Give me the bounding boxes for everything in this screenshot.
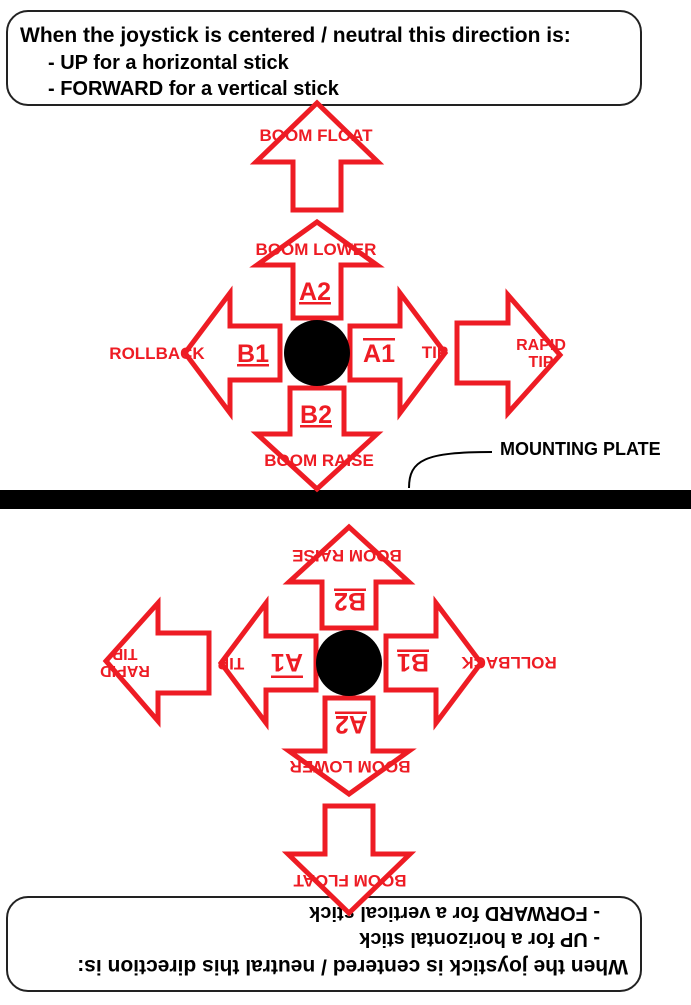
arrow-rapid-tip-mirrored (102, 596, 212, 728)
label-tip: TIP (422, 343, 448, 362)
arrow-b2-down (250, 385, 384, 493)
label-boom-float: BOOM FLOAT (260, 126, 374, 145)
mounting-plate-leader (408, 451, 493, 489)
note-line-1: When the joystick is centered / neutral … (20, 24, 571, 47)
label-b1: B1 (237, 340, 269, 368)
joystick-bottom-mirrored: BOOM FLOAT BOOM LOWER BOOM RAISE ROLLBAC… (100, 523, 557, 917)
label-boom-raise-mirrored: BOOM RAISE (292, 546, 402, 565)
mounting-plate-label: MOUNTING PLATE (500, 439, 661, 459)
joystick-knob-bottom (316, 630, 382, 696)
label-rollback: ROLLBACK (109, 344, 205, 363)
label-b2-mirrored: B2 (334, 587, 366, 615)
label-rapid-mirrored: RAPID (100, 662, 150, 679)
label-boom-lower: BOOM LOWER (256, 240, 377, 259)
label-a1-mirrored: A1 (271, 648, 303, 676)
label-a2-mirrored: A2 (335, 710, 367, 738)
arrow-boom-float (249, 99, 385, 213)
arrow-rapid-tip (454, 288, 564, 420)
joystick-knob-top (284, 320, 350, 386)
label-boom-raise: BOOM RAISE (264, 451, 374, 470)
arrow-b1-left-mirrored (383, 595, 485, 731)
arrow-boom-float-mirrored (281, 803, 417, 917)
note-line-3: - FORWARD for a vertical stick (48, 78, 339, 100)
arrow-a2-up-mirrored (281, 695, 417, 798)
arrow-b2-down-mirrored (282, 523, 416, 631)
label-rapid: RAPID (516, 337, 566, 354)
label-tip-mirrored: TIP (218, 654, 244, 673)
mounting-plate (0, 490, 691, 509)
arrow-a1-right-mirrored (217, 595, 319, 731)
arrow-a1-right (347, 285, 449, 421)
arrow-b1-left (181, 285, 283, 421)
label-b2: B2 (300, 401, 332, 429)
label-rapid-tip-mirrored: TIP (112, 645, 137, 662)
joystick-top: BOOM FLOAT BOOM LOWER BOOM RAISE ROLLBAC… (109, 99, 566, 493)
label-rollback-mirrored: ROLLBACK (461, 653, 557, 672)
label-boom-float-mirrored: BOOM FLOAT (293, 871, 407, 890)
label-b1-mirrored: B1 (397, 648, 429, 676)
label-boom-lower-mirrored: BOOM LOWER (290, 757, 411, 776)
instruction-note-top: When the joystick is centered / neutral … (6, 10, 642, 106)
label-a1: A1 (363, 340, 395, 368)
label-rapid-tip: TIP (529, 354, 554, 371)
note-line-2: - UP for a horizontal stick (48, 52, 289, 74)
label-a2: A2 (299, 278, 331, 306)
arrow-a2-up (249, 218, 385, 321)
